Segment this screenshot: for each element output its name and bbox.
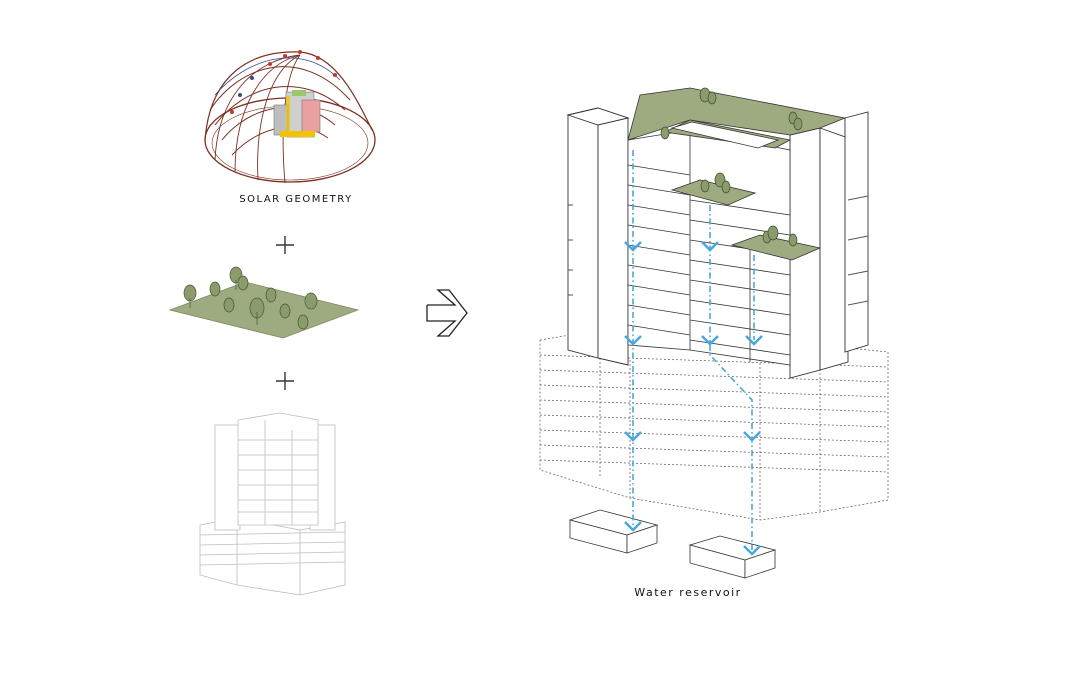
solar-geometry-diagram [204, 50, 376, 184]
water-flow-lines [632, 150, 755, 550]
right-arrow-icon [426, 289, 468, 337]
plus-icon [276, 236, 294, 254]
base-building-massing [199, 412, 346, 596]
solar-geometry-label: SOLAR GEOMETRY [239, 194, 352, 205]
plus-icon [276, 372, 294, 390]
green-landscape-plane [168, 266, 360, 339]
water-flow-arrow-icon [624, 241, 763, 556]
water-reservoir-label: Water reservoir [634, 586, 741, 599]
main-building-massing [539, 87, 889, 579]
